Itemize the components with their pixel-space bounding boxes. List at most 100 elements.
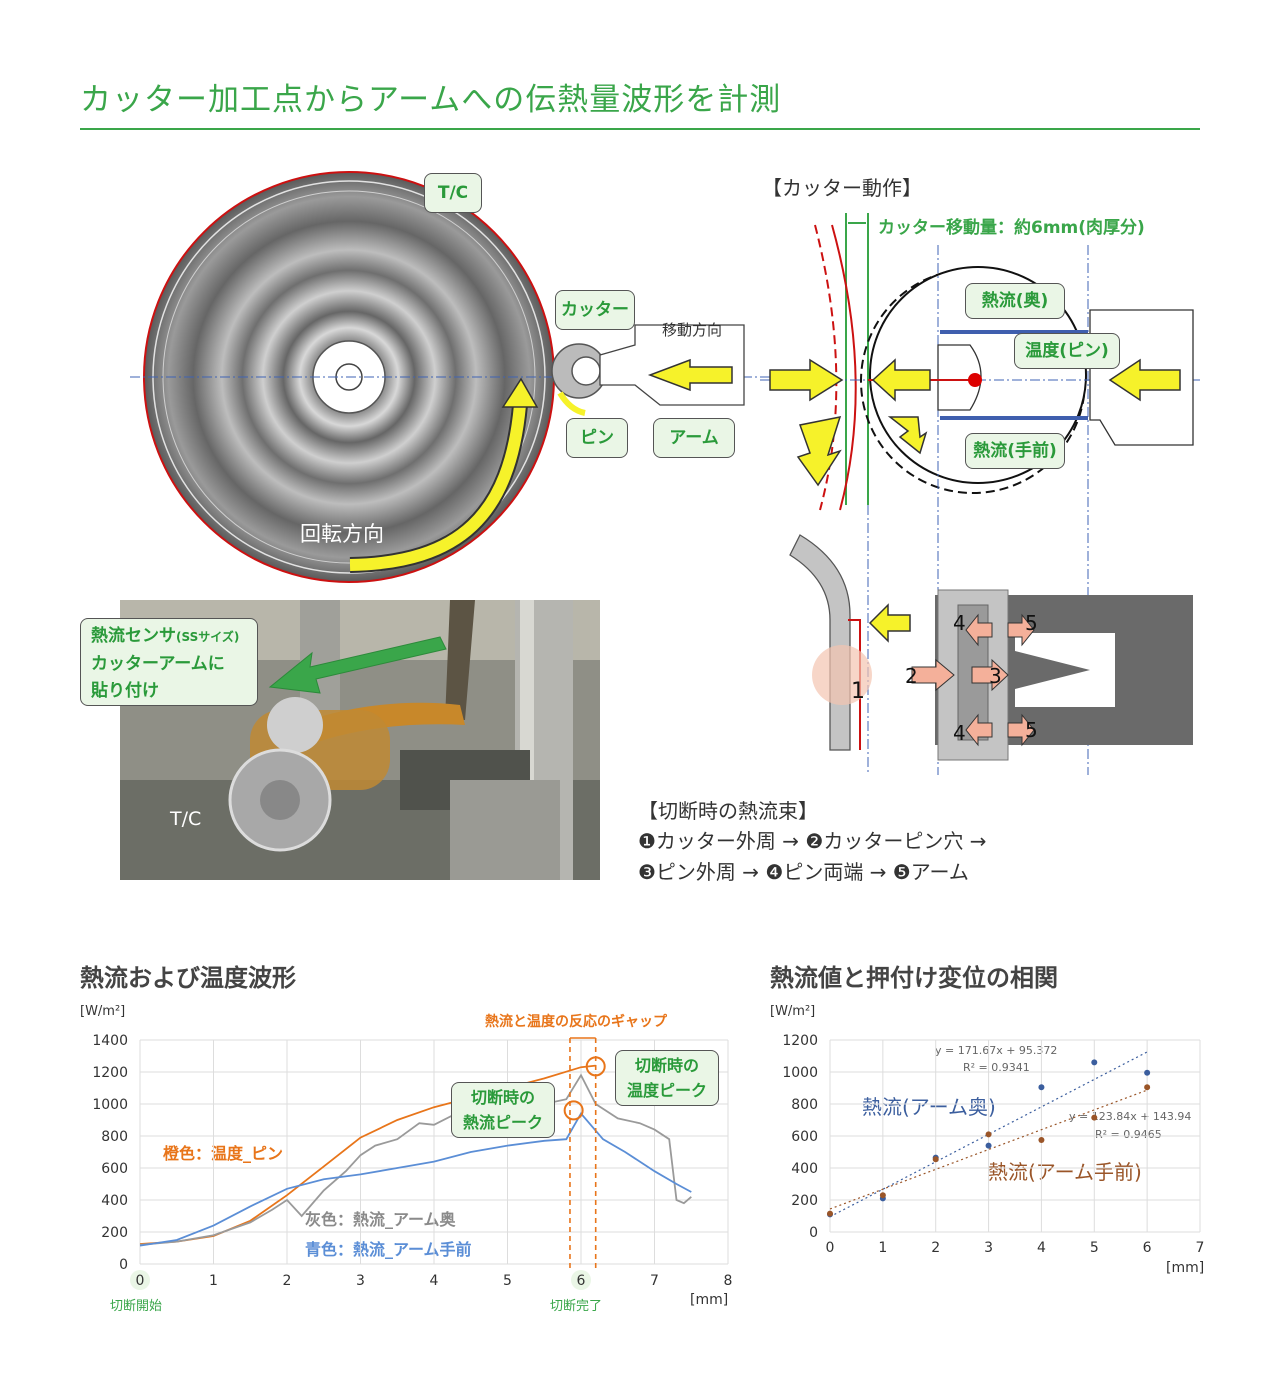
y-tick-label: 600 bbox=[791, 1129, 818, 1145]
start-label: 切断開始 bbox=[110, 1299, 163, 1314]
move-direction-label: 移動方向 bbox=[662, 321, 723, 339]
start-tick-highlight bbox=[130, 1270, 150, 1290]
arm-callout: アーム bbox=[653, 418, 735, 458]
label-front: 熱流(アーム手前) bbox=[988, 1160, 1142, 1184]
temp-peak-line2: 温度ピーク bbox=[626, 1081, 707, 1100]
sensor-callout-line3: 貼り付け bbox=[91, 681, 159, 701]
flux-marker-4-bottom: 4 bbox=[953, 721, 966, 745]
label-orange: 橙色：温度_ピン bbox=[163, 1144, 284, 1163]
x-tick-label: 6 bbox=[1143, 1240, 1152, 1256]
flux-marker-1: 1 bbox=[851, 679, 865, 704]
temp-pin-callout: 温度(ピン) bbox=[1014, 333, 1120, 369]
point-front bbox=[1091, 1114, 1098, 1121]
flux-marker-3: 3 bbox=[989, 664, 1002, 688]
point-front bbox=[932, 1156, 939, 1163]
y-tick-label: 200 bbox=[791, 1193, 818, 1209]
cutter-action-heading: 【カッター動作】 bbox=[762, 176, 922, 200]
heat-back-callout: 熱流(奥) bbox=[965, 283, 1065, 319]
y-tick-label: 600 bbox=[101, 1161, 128, 1177]
sensor-callout-line1: 熱流センサ bbox=[91, 626, 176, 646]
correlation-unit-x: [mm] bbox=[1166, 1260, 1205, 1276]
cutter-callout: カッター bbox=[555, 290, 635, 330]
y-tick-label: 800 bbox=[791, 1097, 818, 1113]
cutter-action-diagram bbox=[760, 213, 1200, 775]
label-back: 熱流(アーム奥) bbox=[862, 1095, 996, 1119]
point-back bbox=[1091, 1059, 1098, 1066]
waveform-heading: 熱流および温度波形 bbox=[80, 964, 296, 992]
end-tick-highlight bbox=[571, 1270, 591, 1290]
y-tick-label: 1000 bbox=[782, 1065, 818, 1081]
x-tick-label: 4 bbox=[1037, 1240, 1046, 1256]
flux-marker-2: 2 bbox=[905, 664, 918, 688]
temp-peak-callout: 切断時の 温度ピーク bbox=[615, 1050, 719, 1106]
x-tick-label: 3 bbox=[984, 1240, 993, 1256]
disk-diagram bbox=[130, 171, 770, 583]
gap-label: 熱流と温度の反応のギャップ bbox=[485, 1014, 667, 1030]
y-tick-label: 0 bbox=[119, 1257, 128, 1273]
point-front bbox=[1038, 1137, 1045, 1143]
x-tick-label: 5 bbox=[503, 1273, 512, 1289]
sensor-callout-size: (SSサイズ) bbox=[176, 630, 240, 644]
point-back bbox=[985, 1142, 992, 1149]
x-tick-label-highlighted: 6 bbox=[577, 1273, 586, 1289]
trend-front bbox=[829, 1089, 1148, 1210]
flux-line-2: ❸ピン外周 → ❹ピン両端 → ❺アーム bbox=[638, 860, 969, 884]
rotation-label: 回転方向 bbox=[300, 522, 384, 546]
label-blue: 青色：熱流_アーム手前 bbox=[305, 1240, 472, 1259]
flux-front-line bbox=[139, 1112, 692, 1247]
x-tick-label: 3 bbox=[356, 1273, 365, 1289]
y-tick-label: 1400 bbox=[92, 1033, 128, 1049]
title-divider bbox=[80, 128, 1200, 130]
x-tick-label: 4 bbox=[430, 1273, 439, 1289]
x-tick-label: 8 bbox=[724, 1273, 733, 1289]
y-tick-label: 200 bbox=[101, 1225, 128, 1241]
flux-peak-callout: 切断時の 熱流ピーク bbox=[451, 1082, 555, 1138]
end-label: 切断完了 bbox=[550, 1299, 603, 1314]
correlation-heading: 熱流値と押付け変位の相関 bbox=[770, 964, 1058, 992]
flux-marker-4-top: 4 bbox=[953, 611, 966, 635]
x-tick-label: 1 bbox=[209, 1273, 218, 1289]
point-front bbox=[1144, 1084, 1151, 1091]
temp-peak-marker bbox=[585, 1056, 606, 1077]
r2-front: R² = 0.9465 bbox=[1095, 1128, 1162, 1141]
flux-heading: 【切断時の熱流束】 bbox=[638, 799, 818, 823]
y-tick-label: 1000 bbox=[92, 1097, 128, 1113]
sensor-callout: 熱流センサ(SSサイズ) カッターアームに 貼り付け bbox=[80, 618, 258, 706]
tc-callout: T/C bbox=[424, 173, 482, 213]
photo-tc-label: T/C bbox=[170, 808, 202, 830]
flux-line-1: ❶カッター外周 → ❷カッターピン穴 → bbox=[638, 829, 987, 853]
y-tick-label: 0 bbox=[809, 1225, 818, 1241]
photo-arrow bbox=[268, 636, 447, 694]
x-tick-label: 2 bbox=[283, 1273, 292, 1289]
correlation-unit-y: [W/m²] bbox=[770, 1004, 816, 1019]
waveform-unit-y: [W/m²] bbox=[80, 1004, 126, 1019]
point-back bbox=[1038, 1084, 1045, 1091]
pin-callout: ピン bbox=[566, 418, 628, 458]
sensor-callout-line2: カッターアームに bbox=[91, 654, 225, 674]
x-tick-label-highlighted: 0 bbox=[136, 1273, 145, 1289]
flux-marker-5-top: 5 bbox=[1025, 611, 1038, 635]
heat-front-callout: 熱流(手前) bbox=[965, 433, 1065, 469]
correlation-chart: 0 1 2 3 4 5 6 7 0 200 400 600 800 1000 1200 bbox=[782, 1033, 1205, 1256]
y-tick-label: 1200 bbox=[782, 1033, 818, 1049]
y-tick-label: 1200 bbox=[92, 1065, 128, 1081]
x-tick-label: 1 bbox=[878, 1240, 887, 1256]
x-tick-label: 0 bbox=[826, 1240, 835, 1256]
flux-back-line bbox=[139, 1073, 692, 1246]
x-tick-label: 5 bbox=[1090, 1240, 1099, 1256]
flux-peak-line1: 切断時の bbox=[470, 1088, 535, 1107]
label-gray: 灰色：熱流_アーム奥 bbox=[305, 1210, 456, 1229]
eq-back: y = 171.67x + 95.372 bbox=[935, 1044, 1058, 1057]
x-tick-label: 2 bbox=[931, 1240, 940, 1256]
point-front bbox=[827, 1210, 833, 1217]
x-tick-label: 7 bbox=[650, 1273, 659, 1289]
x-tick-label: 7 bbox=[1196, 1240, 1205, 1256]
eq-front: y = 123.84x + 143.94 bbox=[1069, 1110, 1192, 1123]
y-tick-label: 400 bbox=[101, 1193, 128, 1209]
temp-peak-line1: 切断時の bbox=[634, 1056, 699, 1075]
cutter-move-amount: カッター移動量：約6mm(肉厚分) bbox=[878, 218, 1145, 238]
y-tick-label: 800 bbox=[101, 1129, 128, 1145]
r2-back: R² = 0.9341 bbox=[963, 1061, 1030, 1074]
waveform-unit-x: [mm] bbox=[690, 1292, 729, 1308]
y-tick-label: 400 bbox=[791, 1161, 818, 1177]
